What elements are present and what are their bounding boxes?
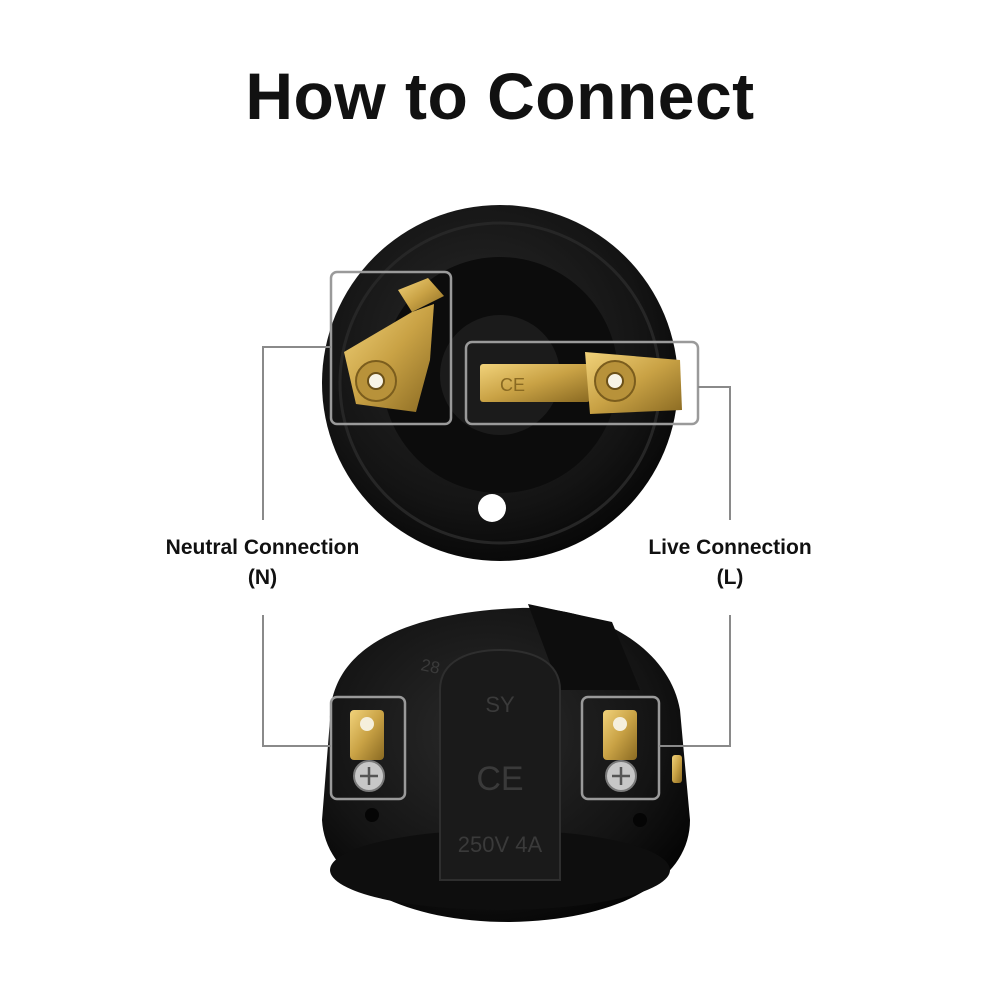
bottom-holder: 28 SY CE 250V 4A <box>322 604 690 922</box>
callout-lines <box>262 346 731 747</box>
live-label-text: Live Connection <box>648 536 812 559</box>
top-holder: CE <box>322 205 700 561</box>
top-holder-mount-hole <box>478 494 506 522</box>
live-label-code: (L) <box>716 566 744 589</box>
live-terminal-top: CE <box>480 352 682 414</box>
mold-number: 28 <box>419 655 441 678</box>
ce-mark: CE <box>476 760 523 798</box>
neutral-terminal-bottom <box>350 710 385 792</box>
page-title: How to Connect <box>245 59 755 133</box>
neutral-terminal-top <box>344 278 444 412</box>
live-callout-line-top <box>698 386 731 520</box>
neutral-connection-label: Neutral Connection (N) <box>120 533 405 593</box>
live-terminal-bottom <box>603 710 682 792</box>
neutral-highlight-box-bottom <box>329 695 407 801</box>
brand-mark: SY <box>485 692 515 717</box>
center-boss <box>439 648 561 881</box>
live-highlight-box-top <box>464 340 700 426</box>
neutral-label-text: Neutral Connection <box>165 536 360 559</box>
rating-mark: 250V 4A <box>458 832 543 857</box>
neutral-label-code: (N) <box>247 566 278 589</box>
neutral-callout-line-top <box>262 346 331 520</box>
live-callout-line-bottom <box>659 615 731 747</box>
neutral-callout-line-bottom <box>262 615 331 747</box>
ce-mark-small: CE <box>500 375 525 395</box>
live-connection-label: Live Connection (L) <box>600 533 860 593</box>
live-highlight-box-bottom <box>580 695 661 801</box>
